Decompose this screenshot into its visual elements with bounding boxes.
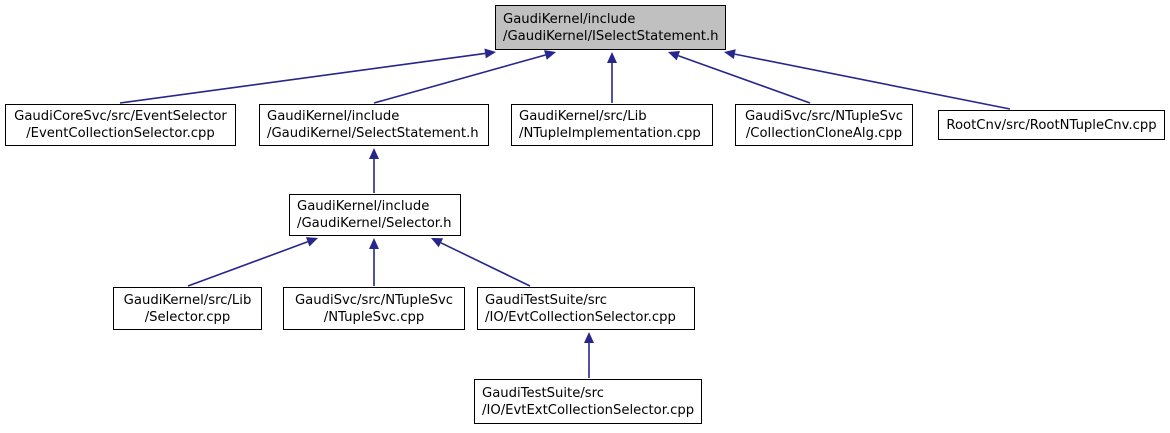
edge-rootntuplecnv-to-iselectstatement — [724, 49, 1011, 110]
edge-line — [373, 54, 546, 104]
edge-arrowhead — [431, 238, 444, 248]
node-label-line-1: GaudiKernel/src/Lib — [123, 292, 252, 308]
node-label-line-2: /GaudiKernel/Selector.h — [297, 216, 452, 231]
edge-arrowhead — [668, 51, 681, 61]
edge-line — [119, 52, 486, 104]
edge-evtextcollectionselector-to-evtcollectionselector — [584, 332, 594, 378]
node-collectionclonealg-cpp[interactable]: GaudiSvc/src/NTupleSvc/CollectionCloneAl… — [735, 104, 913, 146]
edge-selector-h-to-selectstatement — [369, 148, 379, 193]
node-label-line-2: /IO/EvtExtCollectionSelector.cpp — [482, 402, 695, 418]
edge-arrowhead — [544, 50, 556, 60]
node-selector-h[interactable]: GaudiKernel/include/GaudiKernel/Selector… — [289, 194, 461, 236]
edge-line — [440, 242, 531, 287]
node-label-line-1: RootCnv/src/RootNTupleCnv.cpp — [946, 117, 1157, 133]
edge-arrowhead — [724, 49, 736, 60]
edge-evtcollectionselector-to-selector-h — [431, 238, 531, 287]
node-label-line-2: /Selector.cpp — [144, 309, 231, 325]
edge-selectstatement-to-iselectstatement — [373, 50, 556, 104]
node-label-line-2: /CollectionCloneAlg.cpp — [745, 126, 903, 141]
node-label-line-1: GaudiTestSuite/src — [485, 292, 608, 308]
edge-arrowhead — [369, 238, 379, 249]
node-label-line-2: /NTupleImplementation.cpp — [519, 126, 701, 141]
node-rootntuplecnv-cpp[interactable]: RootCnv/src/RootNTupleCnv.cpp — [938, 110, 1165, 140]
edge-line — [187, 241, 308, 287]
edge-arrowhead — [305, 237, 318, 247]
edge-line — [734, 53, 1011, 110]
node-label-line-2: /IO/EvtCollectionSelector.cpp — [485, 309, 676, 325]
edge-eventcollectionselector-to-iselectstatement — [119, 48, 496, 104]
node-iselectstatement-h[interactable]: GaudiKernel/include/GaudiKernel/ISelectS… — [495, 5, 726, 50]
node-label-line-1: GaudiKernel/include — [267, 109, 400, 124]
edge-collectionclonealg-to-iselectstatement — [668, 51, 811, 104]
node-label-line-2: /NTupleSvc.cpp — [323, 309, 425, 325]
node-selector-cpp[interactable]: GaudiKernel/src/Lib/Selector.cpp — [113, 287, 262, 330]
node-ntupleimplementation-cpp[interactable]: GaudiKernel/src/Lib/NTupleImplementation… — [511, 104, 713, 146]
edge-arrowhead — [369, 148, 379, 159]
edge-arrowhead — [584, 332, 594, 343]
edge-selector-cpp-to-selector-h — [187, 237, 318, 287]
node-label-line-2: /GaudiKernel/SelectStatement.h — [267, 126, 479, 141]
node-label-line-1: GaudiKernel/include — [297, 199, 430, 214]
node-evtextcollectionselector-cpp[interactable]: GaudiTestSuite/src/IO/EvtExtCollectionSe… — [474, 379, 702, 424]
edge-line — [678, 54, 811, 104]
node-label-line-1: GaudiSvc/src/NTupleSvc — [294, 292, 454, 308]
node-label-line-1: GaudiCoreSvc/src/EventSelector — [14, 109, 227, 124]
node-label-line-1: GaudiSvc/src/NTupleSvc — [744, 109, 904, 124]
edge-ntupleimplementation-to-iselectstatement — [607, 52, 617, 103]
node-eventcollectionselector-cpp[interactable]: GaudiCoreSvc/src/EventSelector/EventColl… — [5, 104, 236, 146]
node-selectstatement-h[interactable]: GaudiKernel/include/GaudiKernel/SelectSt… — [259, 104, 489, 146]
node-label-line-1: GaudiKernel/include — [503, 11, 636, 27]
node-label-line-1: GaudiKernel/src/Lib — [519, 109, 647, 124]
node-label-line-2: /EventCollectionSelector.cpp — [26, 126, 215, 141]
edge-arrowhead — [484, 48, 496, 59]
node-ntuplesvc-cpp[interactable]: GaudiSvc/src/NTupleSvc/NTupleSvc.cpp — [283, 287, 465, 330]
node-label-line-2: /GaudiKernel/ISelectStatement.h — [503, 28, 719, 44]
node-evtcollectionselector-cpp[interactable]: GaudiTestSuite/src/IO/EvtCollectionSelec… — [477, 287, 695, 330]
edge-ntuplesvc-cpp-to-selector-h — [369, 238, 379, 286]
node-label-line-1: GaudiTestSuite/src — [482, 385, 605, 401]
edge-arrowhead — [607, 52, 617, 63]
